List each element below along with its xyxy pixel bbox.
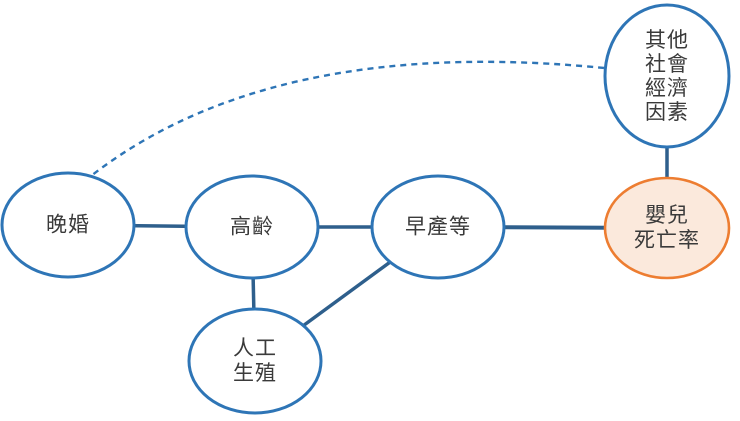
label-line: 死亡率 [634,228,700,252]
node-artificial-reproduction-label: 人工 生殖 [233,336,277,386]
label-line: 嬰兒 [645,203,689,227]
label-line: 晚婚 [46,212,90,237]
edge-dashed-late-marriage-other-factors [67,60,641,196]
label-line: 早產等 [405,214,471,239]
label-line: 社會 [645,52,689,76]
node-advanced-age-shape [184,174,320,280]
label-line: 其他 [645,28,689,52]
label-line: 高齡 [230,214,274,239]
node-premature-birth-label: 早產等 [405,215,471,240]
label-line: 人工 [233,336,277,360]
label-line: 生殖 [233,361,277,385]
node-other-factors-shape [603,3,731,149]
node-artificial-reproduction-shape [187,307,323,415]
node-other-factors-label: 其他 社會 經濟 因素 [645,28,689,124]
node-late-marriage-label: 晚婚 [46,213,90,238]
label-line: 因素 [645,100,689,124]
node-infant-mortality-shape [603,176,731,280]
node-infant-mortality-label: 嬰兒 死亡率 [634,203,700,253]
node-premature-birth-shape [370,174,506,280]
node-advanced-age-label: 高齡 [230,215,274,240]
label-line: 經濟 [645,76,689,100]
node-late-marriage-shape [0,171,136,279]
